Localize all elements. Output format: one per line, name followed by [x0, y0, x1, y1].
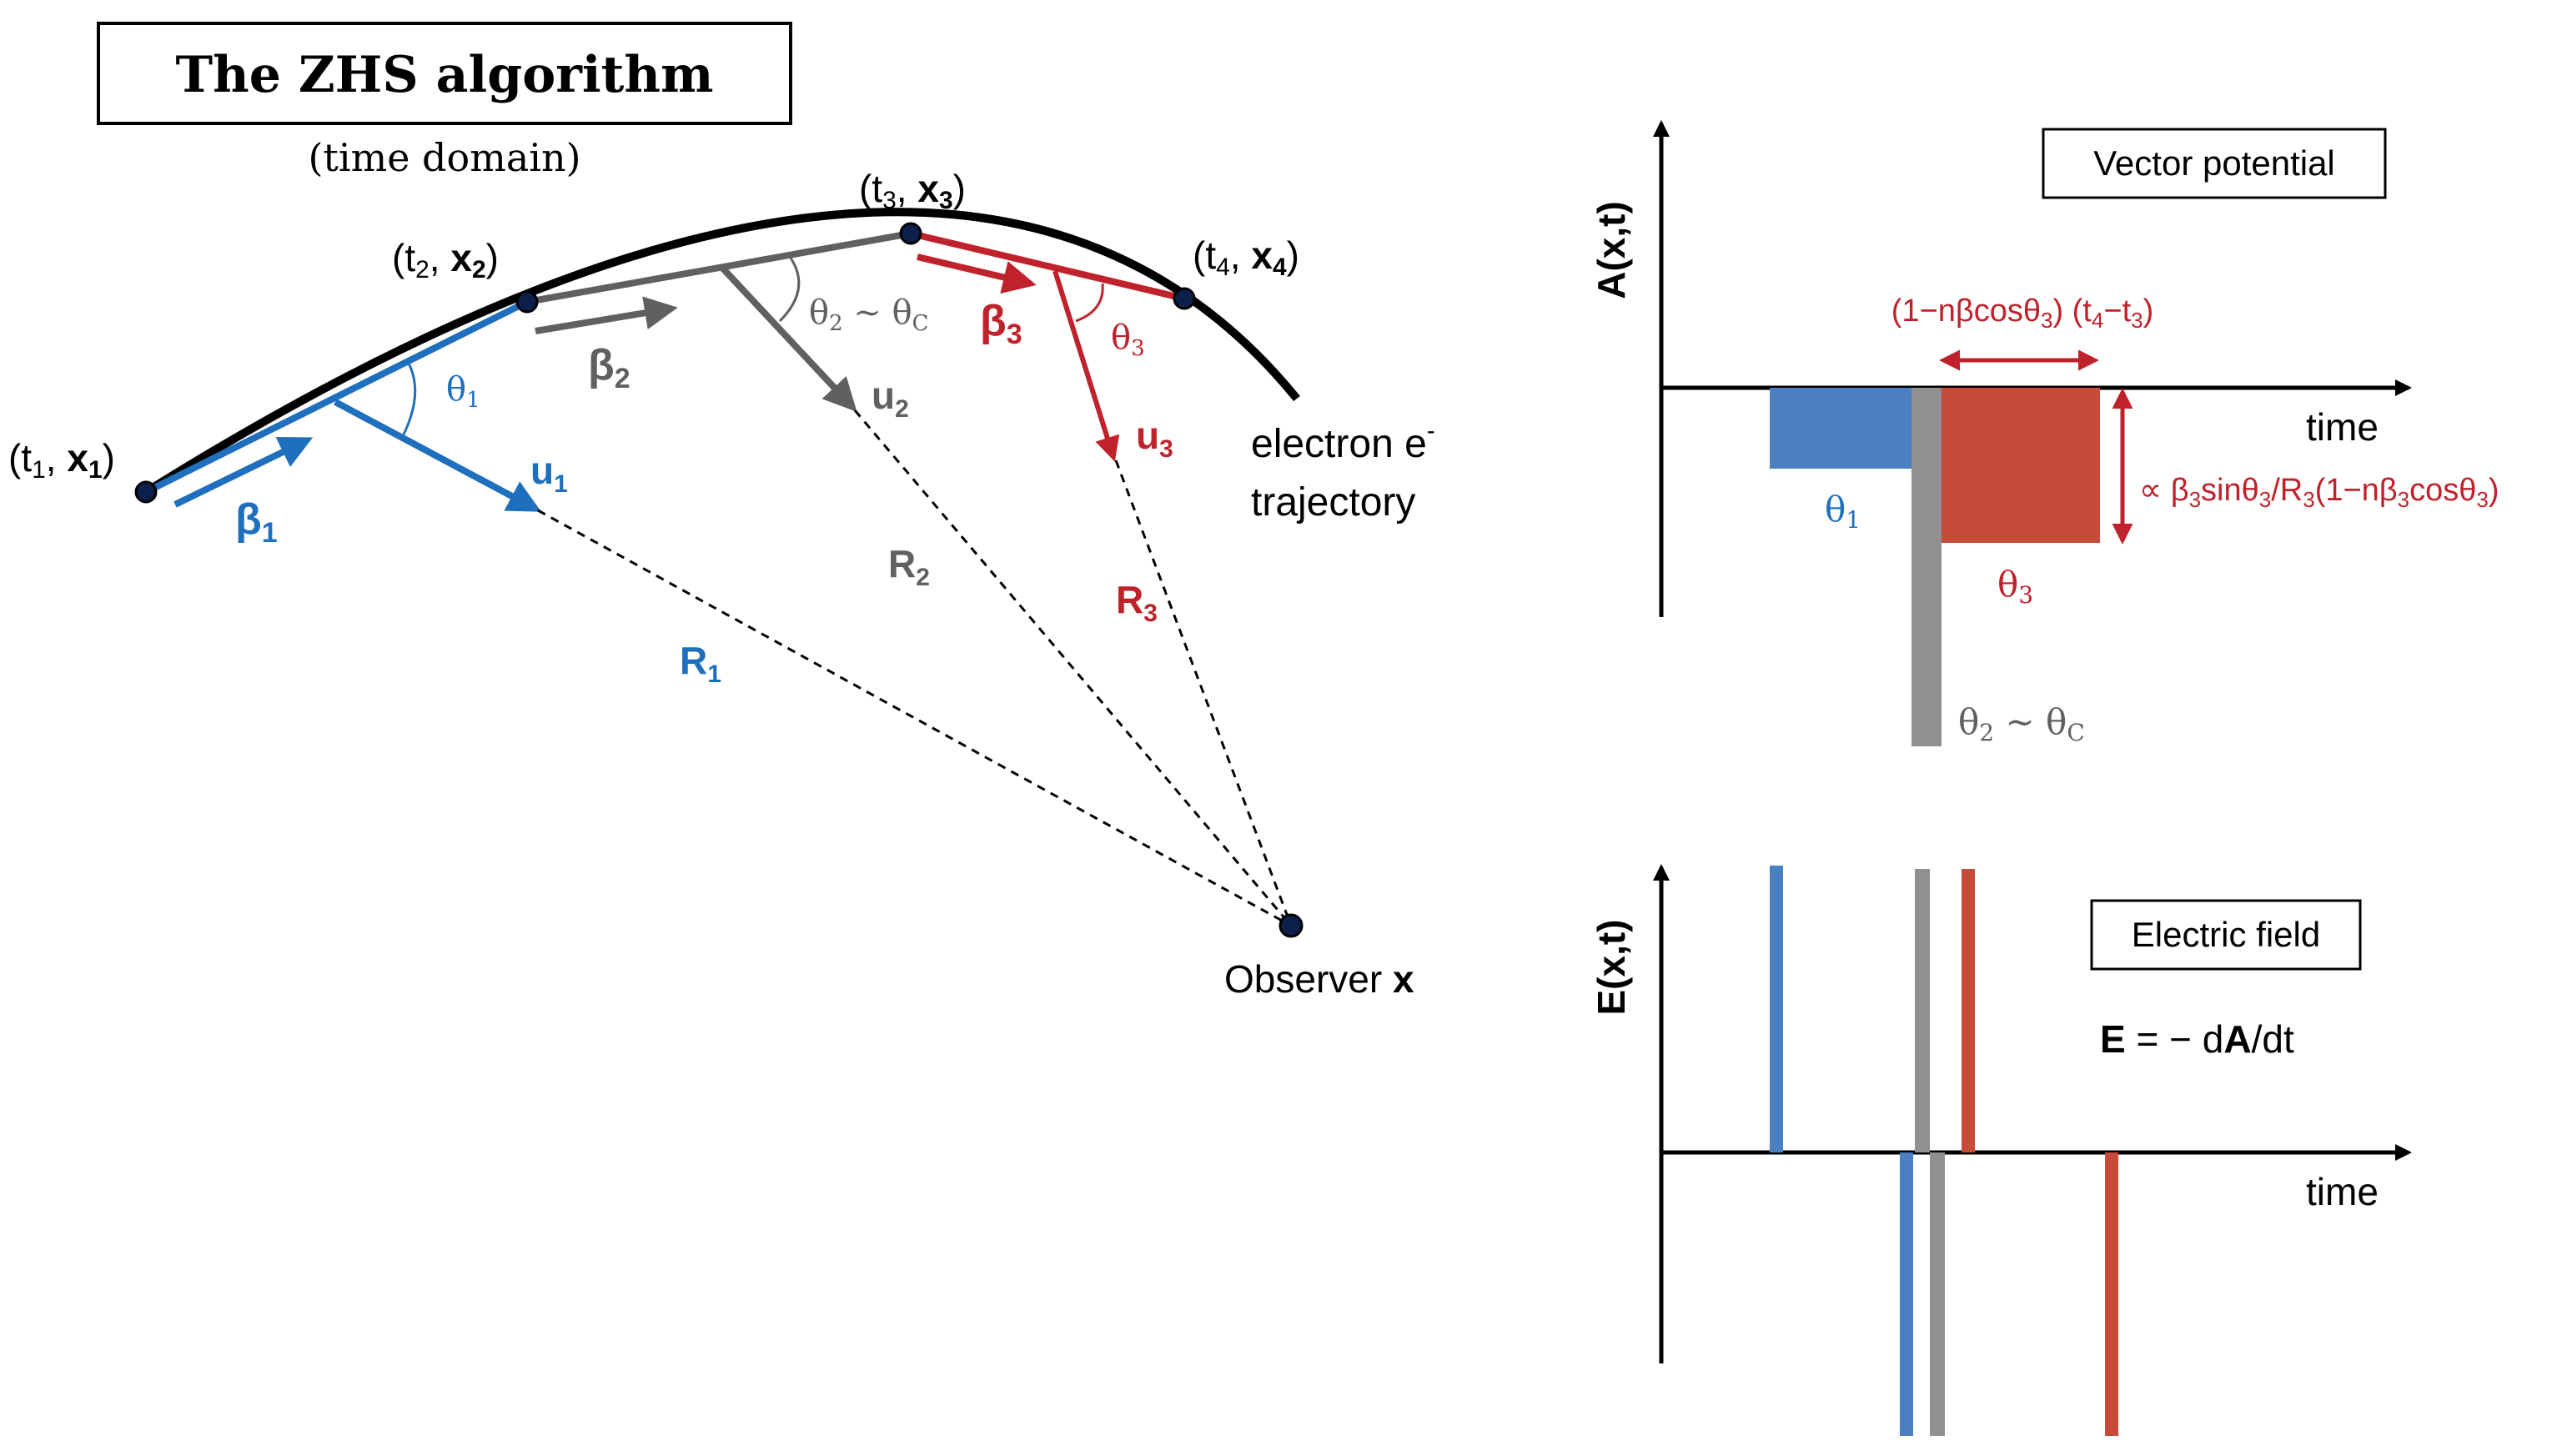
- beta-2-label: β2: [588, 341, 630, 394]
- beta-1-arrow: [173, 437, 314, 508]
- u-1-label: u1: [530, 449, 568, 498]
- point-2-marker: [515, 290, 539, 314]
- ef-spike-gray-up: [1915, 869, 1930, 1152]
- r-3-dashed-line: [1114, 459, 1293, 926]
- point-1-label: (t1, x1): [8, 436, 115, 484]
- beta-2-arrow: [535, 296, 678, 334]
- u-2-label: u2: [872, 374, 909, 423]
- vp-bar2-label: θ2 ~ θC: [1958, 701, 2085, 746]
- trajectory-label-line2: trajectory: [1251, 480, 1415, 525]
- ef-spike-gray-down: [1930, 1152, 1945, 1436]
- beta-3-arrow: [917, 254, 1037, 294]
- theta-1-label: θ1: [446, 370, 480, 413]
- title-text: The ZHS algorithm: [176, 46, 714, 104]
- point-2-label: (t2, x2): [392, 236, 499, 284]
- vp-legend-label: Vector potential: [2093, 143, 2335, 183]
- vp-bar3-label: θ3: [1997, 564, 2033, 609]
- ef-spike-blue-down: [1900, 1152, 1913, 1436]
- theta-3-angle-arc: [1075, 283, 1104, 323]
- observer-marker: [1278, 913, 1304, 938]
- point-3-label: (t3, x3): [859, 167, 966, 214]
- theta-1-angle-arc: [400, 359, 417, 439]
- vp-y-axis-label: A(x,t): [1590, 201, 1633, 299]
- subtitle-text: (time domain): [308, 135, 580, 180]
- vp-bar-theta3: [1942, 388, 2100, 543]
- ef-spike-red-up: [1962, 869, 1975, 1152]
- ef-spike-blue-up: [1770, 866, 1783, 1152]
- vp-bar1-label: θ1: [1825, 489, 1861, 534]
- point-3-marker: [899, 222, 922, 245]
- point-4-label: (t4, x4): [1193, 233, 1299, 281]
- u-1-arrow: [334, 399, 542, 512]
- vp-x-axis-label: time: [2306, 405, 2379, 449]
- ef-equation: E = − dA/dt: [2100, 1017, 2294, 1061]
- vp-bar-theta2: [1911, 388, 1942, 746]
- u-2-arrow: [719, 264, 857, 412]
- theta-2-label: θ2 ~ θC: [809, 294, 929, 336]
- u-3-label: u3: [1136, 414, 1173, 463]
- point-4-marker: [1173, 287, 1196, 310]
- segment-2-line: [526, 230, 912, 305]
- vp-legend-box: Vector potential: [2042, 128, 2387, 199]
- ef-legend-label: Electric field: [2132, 915, 2320, 954]
- r-3-label: R3: [1116, 578, 1158, 627]
- ef-spike-red-down: [2105, 1152, 2118, 1436]
- vector-potential-plot: A(x,t) time Vector potential θ1 θ2 ~ θC …: [1590, 120, 2499, 746]
- ef-y-axis-label: E(x,t): [1590, 920, 1633, 1016]
- observer-label: Observer x: [1224, 957, 1414, 1001]
- r-2-dashed-line: [853, 409, 1293, 926]
- ef-legend-box: Electric field: [2090, 899, 2362, 971]
- r-2-label: R2: [888, 542, 930, 591]
- segment-1-line: [144, 299, 529, 495]
- vp-width-label: (1−nβcosθ3) (t4−t3): [1891, 294, 2154, 333]
- segment-3-line: [910, 230, 1185, 302]
- theta-3-label: θ3: [1111, 319, 1145, 361]
- beta-3-label: β3: [980, 297, 1022, 350]
- u-3-arrow: [1052, 270, 1120, 462]
- r-1-label: R1: [680, 639, 721, 688]
- point-1-marker: [134, 480, 158, 504]
- ef-x-axis-label: time: [2306, 1170, 2379, 1213]
- vp-height-label: ∝ β3sinθ3/R3(1−nβ3cosθ3): [2139, 473, 2499, 512]
- beta-1-label: β1: [235, 495, 278, 549]
- title-box: The ZHS algorithm: [97, 22, 792, 125]
- vp-bar-theta1: [1770, 388, 1911, 469]
- r-1-dashed-line: [537, 509, 1292, 927]
- theta-2-angle-arc: [778, 254, 801, 323]
- trajectory-label-line1: electron e-: [1251, 417, 1435, 466]
- electric-field-plot: E(x,t) time Electric field E = − dA/dt: [1590, 864, 2412, 1436]
